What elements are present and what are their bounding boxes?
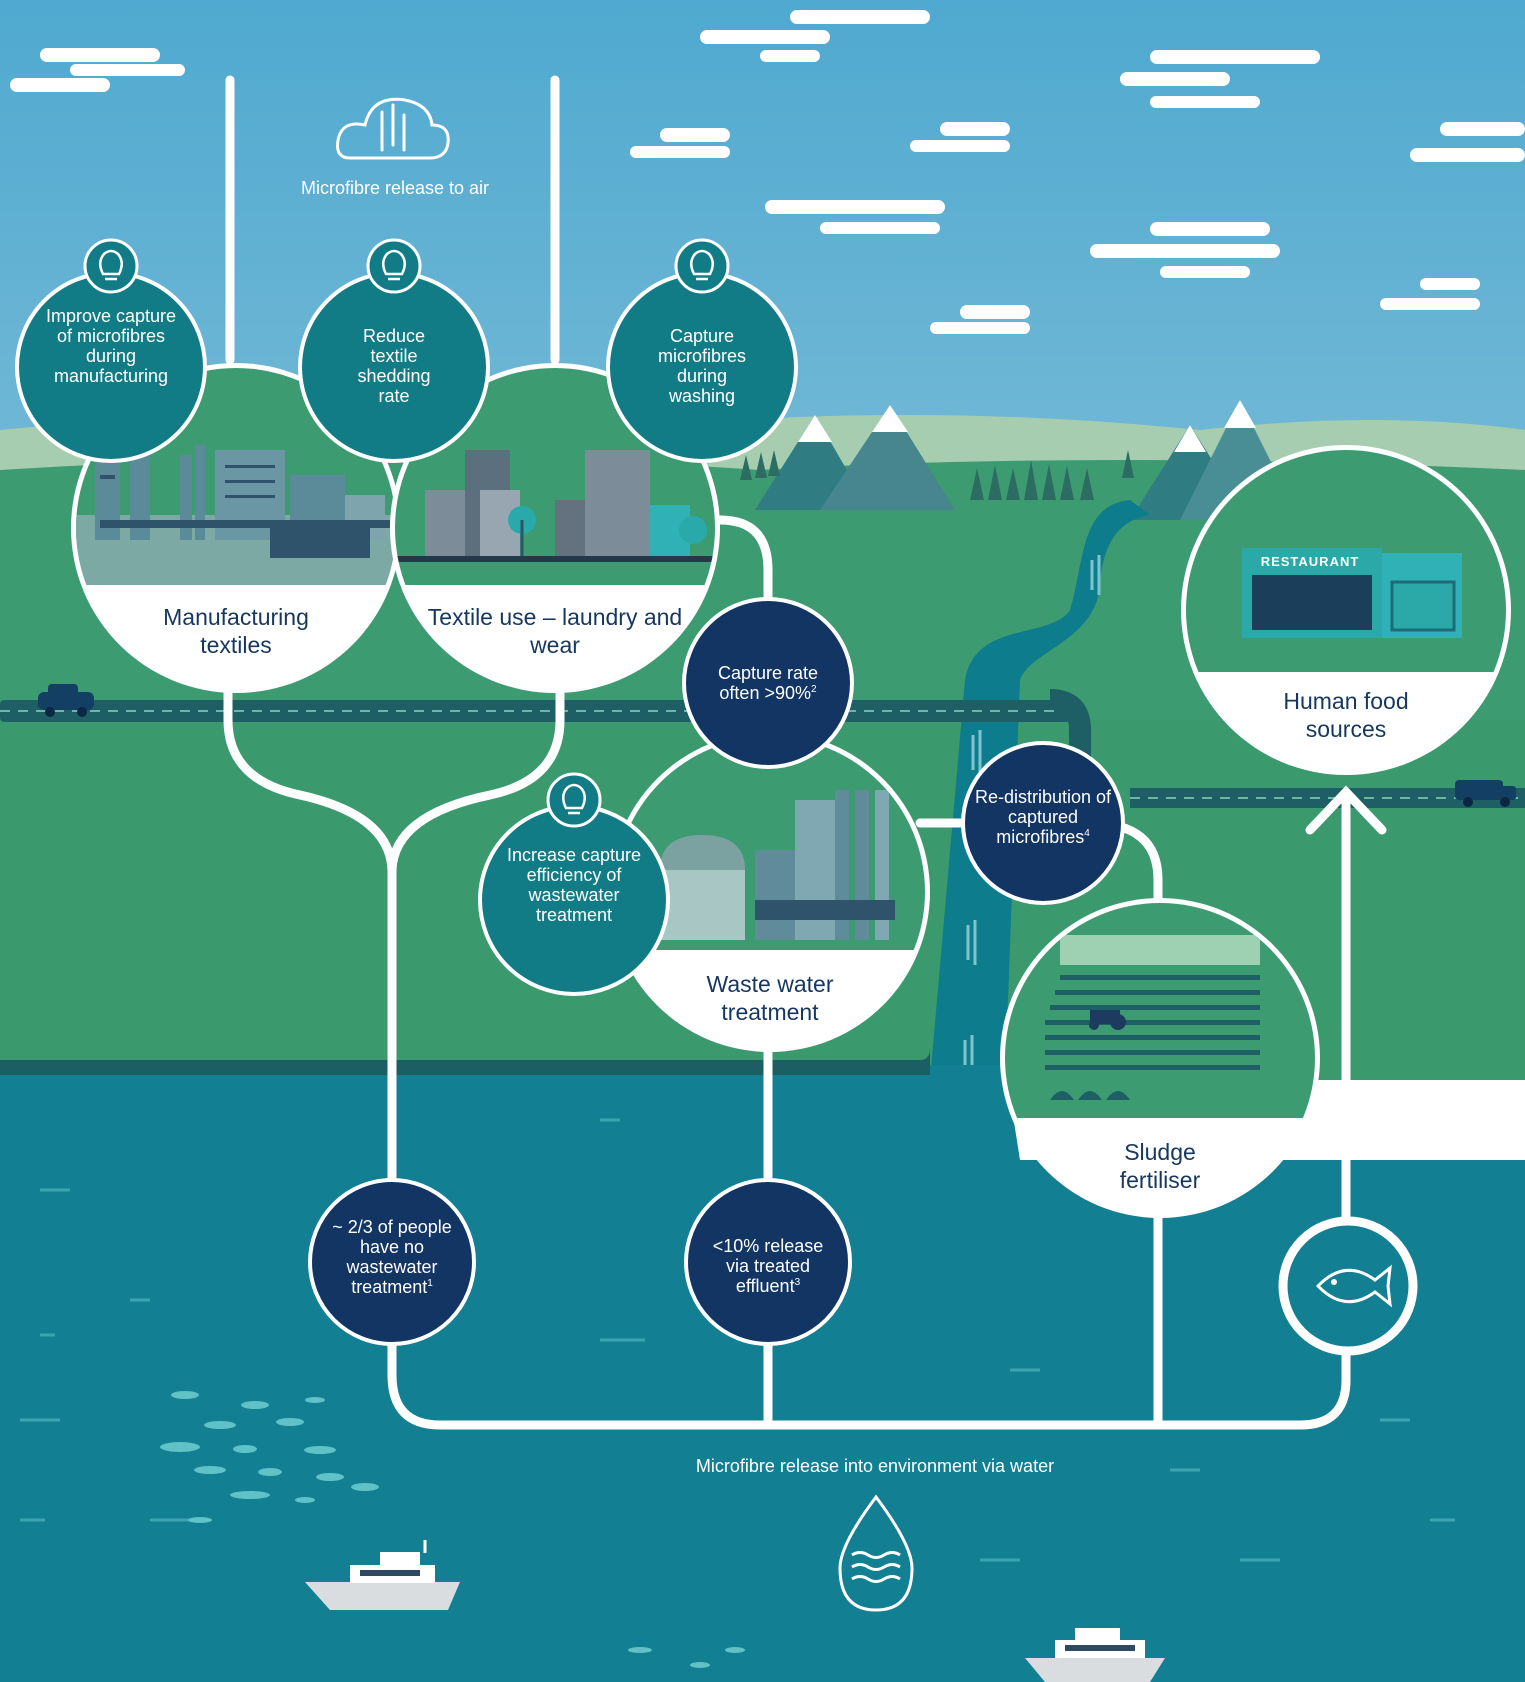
capture-rate-label: Capture rate often >90%2	[717, 663, 819, 704]
release-effluent-label: <10% release via treated effluent3	[712, 1236, 824, 1297]
lightbulb-icon	[83, 238, 139, 294]
restaurant-sign: RESTAURANT	[1260, 554, 1360, 569]
lightbulb-icon	[546, 772, 602, 828]
redistribution-label: Re-distribution of captured microfibres4	[974, 787, 1112, 848]
improve-capture-label: Improve capture of microfibres during ma…	[45, 306, 177, 387]
capture-washing-label: Capture microfibres during washing	[657, 326, 746, 407]
manufacturing-label: Manufacturing textiles	[163, 604, 309, 658]
increase-capture-label: Increase capture efficiency of wastewate…	[506, 845, 642, 926]
reduce-shedding-label: Reduce textile shedding rate	[357, 326, 431, 407]
trees	[740, 450, 1134, 500]
stage-circles	[71, 363, 1511, 1218]
mountains	[755, 400, 1300, 520]
boat	[305, 1540, 460, 1610]
lightbulb-icon	[366, 238, 422, 294]
cloud-icon	[336, 97, 450, 160]
water-drop-icon	[838, 1494, 914, 1612]
waste-water-label: Waste water treatment	[706, 971, 834, 1025]
truck	[1455, 780, 1516, 807]
sludge-label: Sludge fertiliser	[1119, 1139, 1201, 1193]
road-right	[1130, 788, 1525, 808]
fish-school	[160, 1391, 745, 1668]
boat-2	[1025, 1628, 1165, 1682]
sea-waves	[20, 1118, 1455, 1562]
car	[38, 684, 94, 717]
lightbulb-icon	[674, 238, 730, 294]
clouds	[10, 10, 1525, 334]
river	[930, 500, 1150, 1080]
sea	[0, 1065, 1525, 1682]
human-food-label: Human food sources	[1283, 688, 1409, 742]
no-treatment-label: ~ 2/3 of people have no wastewater treat…	[332, 1217, 452, 1298]
fish-icon	[1278, 1216, 1418, 1356]
air-release-label: Microfibre release to air	[300, 178, 490, 198]
textile-use-label: Textile use – laundry and wear	[427, 604, 683, 658]
stat-circles	[308, 597, 1125, 1346]
water-release-label: Microfibre release into environment via …	[695, 1456, 1055, 1476]
flow-lines	[195, 75, 1387, 1430]
idea-circles	[15, 271, 798, 996]
